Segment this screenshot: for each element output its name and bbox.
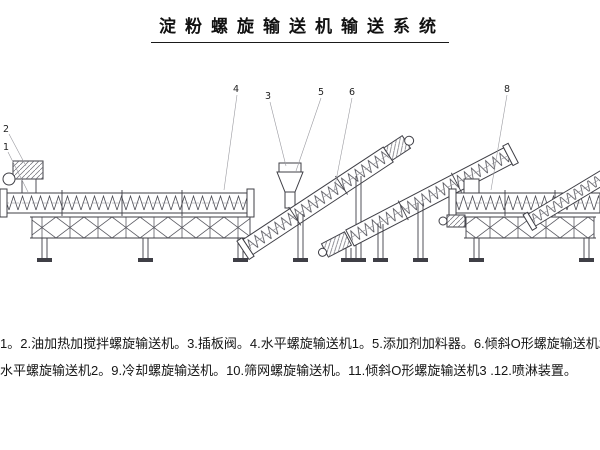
inclined-conveyor-1 (236, 135, 415, 261)
horizontal-conveyor-left (0, 188, 255, 218)
bearing-end-cap (246, 188, 255, 218)
motor-icon (318, 231, 353, 258)
callout: 2 (3, 124, 27, 167)
truss-support-left (30, 216, 252, 262)
callout: 8 (490, 84, 510, 191)
callout-number: 8 (504, 84, 510, 95)
legend-caption: 1。2.油加热加搅拌螺旋输送机。3.插板阀。4.水平螺旋输送机1。5.添加剂加料… (0, 330, 600, 384)
drive-motor-left (2, 160, 44, 193)
callout: 5 (295, 87, 324, 172)
inlet-chute (463, 178, 480, 194)
inclined-conveyor-3 (522, 161, 600, 231)
support-stand (341, 248, 356, 262)
base-foot (37, 258, 52, 262)
base-foot (469, 258, 484, 262)
callout-number: 1 (3, 142, 9, 153)
bearing-end-cap (448, 188, 457, 218)
callout-number: 5 (318, 87, 324, 98)
callout-number: 3 (265, 91, 271, 102)
pulley-icon (2, 172, 16, 186)
callouts: 1 2 3 4 5 6 8 (3, 84, 510, 193)
callout: 1 (3, 142, 29, 193)
callout-number: 2 (3, 124, 9, 135)
callout: 6 (333, 87, 355, 192)
base-foot (579, 258, 594, 262)
legend-line-1: 1。2.油加热加搅拌螺旋输送机。3.插板阀。4.水平螺旋输送机1。5.添加剂加料… (0, 336, 600, 351)
callout-number: 6 (349, 87, 355, 98)
gearbox-icon (438, 214, 466, 228)
support-stand (413, 203, 428, 262)
callout-number: 4 (233, 84, 239, 95)
callout: 4 (223, 84, 239, 191)
support-stand (373, 224, 388, 262)
feed-hopper (276, 162, 304, 209)
page-title: 淀粉螺旋输送机输送系统 (151, 12, 449, 43)
base-foot (233, 258, 248, 262)
support-stand (293, 214, 308, 262)
base-foot (138, 258, 153, 262)
legend-line-2: 水平螺旋输送机2。9.冷却螺旋输送机。10.筛网螺旋输送机。11.倾斜O形螺旋输… (0, 363, 577, 378)
inclined-conveyor-2 (318, 142, 519, 258)
bearing-end-cap (0, 188, 8, 218)
callout: 3 (265, 91, 287, 167)
motor-icon (383, 135, 415, 162)
title-bar: 淀粉螺旋输送机输送系统 (0, 12, 600, 43)
